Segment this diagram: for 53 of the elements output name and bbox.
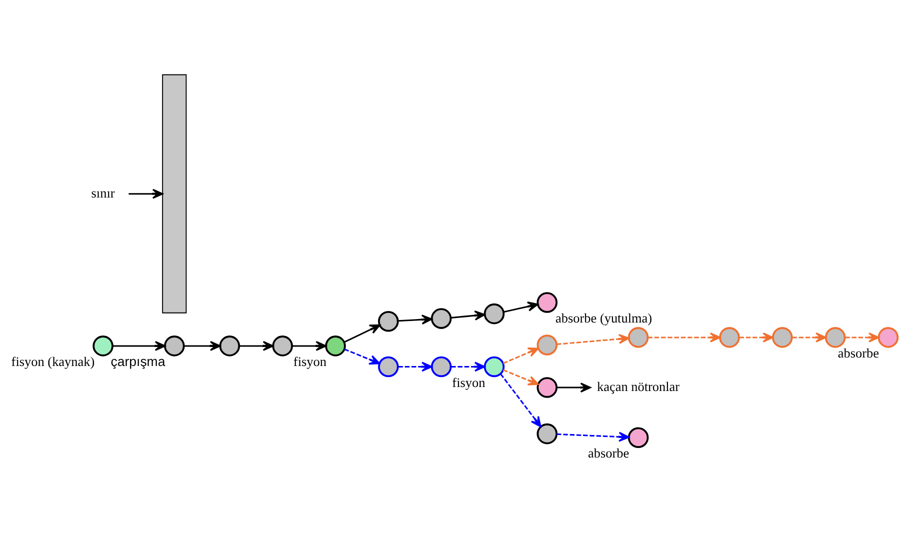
- node-circle: [824, 326, 846, 348]
- arrow: [503, 301, 538, 312]
- node-circle: [628, 326, 649, 348]
- node-bar: [162, 74, 187, 313]
- arrow: [556, 334, 630, 345]
- arrow: [451, 361, 486, 372]
- node-circle: [430, 308, 452, 328]
- arrow: [398, 361, 432, 372]
- arrow: [556, 382, 592, 392]
- arrow: [240, 340, 274, 350]
- arrow: [344, 348, 380, 364]
- node-label: absorbe: [588, 445, 630, 460]
- node-circle: [92, 335, 114, 356]
- arrow: [292, 340, 326, 350]
- arrow: [792, 332, 826, 342]
- node-circle: [272, 335, 293, 356]
- node-label: çarpışma: [110, 353, 166, 368]
- arrow: [451, 310, 486, 320]
- node-label: fisyon: [293, 353, 326, 368]
- node-label: fisyon (kaynak): [11, 353, 95, 368]
- node-circle: [536, 422, 558, 444]
- node-circle: [430, 356, 452, 377]
- node-circle: [536, 376, 558, 398]
- arrow: [502, 346, 539, 364]
- node-text: kaçan nötronlar: [597, 378, 680, 394]
- node-circle: [484, 356, 505, 377]
- arrow: [398, 314, 432, 324]
- arrow: [502, 368, 539, 385]
- arrow: [648, 332, 721, 342]
- arrow: [112, 340, 166, 350]
- arrow: [556, 431, 630, 442]
- node-circle: [325, 335, 346, 356]
- node-label: fisyon: [452, 374, 486, 390]
- node-circle: [378, 310, 399, 332]
- arrow: [739, 332, 774, 342]
- node-label: absorbe (yutulma): [556, 310, 652, 326]
- node-circle: [484, 302, 505, 324]
- node-circle: [378, 356, 399, 377]
- node-label: absorbe: [838, 344, 880, 360]
- node-circle: [164, 335, 185, 356]
- node-text: sınır: [91, 184, 115, 200]
- node-circle: [219, 335, 240, 356]
- node-circle: [536, 292, 558, 312]
- node-circle: [536, 334, 558, 355]
- arrow: [184, 340, 221, 350]
- arrow: [344, 324, 380, 342]
- node-circle: [628, 426, 649, 448]
- node-circle: [719, 326, 740, 348]
- node-circle: [772, 326, 793, 348]
- arrow: [500, 372, 542, 427]
- arrow: [845, 332, 880, 342]
- arrow: [128, 188, 164, 198]
- node-circle: [878, 326, 899, 348]
